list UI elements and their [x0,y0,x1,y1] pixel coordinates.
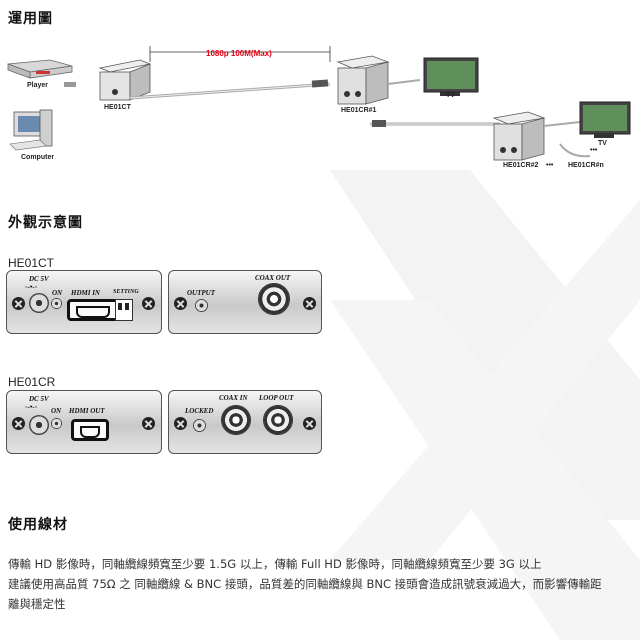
cr-dc-label: DC 5V [29,395,49,403]
screw-icon [303,297,316,310]
ct-output-label: OUTPUT [187,289,215,297]
cr-hdmi-port [71,419,109,441]
ct-dc-label: DC 5V [29,275,49,283]
cable-description: 傳輸 HD 影像時，同軸纜線頻寬至少要 1.5G 以上，傳輸 Full HD 影… [8,554,636,614]
cr-on-label: ON [51,407,62,415]
screw-icon [12,417,25,430]
section-title-diagram: 運用圖 [8,11,53,27]
ct-on-label: ON [52,289,63,297]
tv1 [423,57,479,96]
ct-model-label: HE01CT [8,256,55,270]
cr-coax-in-label: COAX IN [219,394,248,402]
ct-front-panel: DC 5V ◦-•-◦ ON HDMI IN SETTING [6,270,162,334]
computer-label: Computer [21,154,55,161]
ct-on-led [51,298,62,309]
section-title-appearance: 外觀示意圖 [8,215,83,231]
cr-hdmi-label: HDMI OUT [69,407,105,415]
cable-text-line1: 傳輸 HD 影像時，同軸纜線頻寬至少要 1.5G 以上，傳輸 Full HD 影… [8,557,542,571]
ct-hdmi-port [67,299,119,321]
receiver-n-label: HE01CR#n [568,162,604,169]
cr-locked-label: LOCKED [185,407,214,415]
cr-front-panel: DC 5V ◦-•-◦ ON HDMI OUT [6,390,162,454]
section-title-cable: 使用線材 [8,517,68,533]
receiver2-box [492,111,546,161]
cable-text-line2: 建議使用高品質 75Ω 之 同軸纜線 & BNC 接頭，品質差的同軸纜線與 BN… [8,577,602,591]
application-diagram [7,46,631,161]
computer-device [9,109,53,151]
screw-icon [303,417,316,430]
ct-coax-out-label: COAX OUT [255,274,291,282]
cr-loop-out-connector [263,405,293,435]
ct-hdmi-label: HDMI IN [71,289,100,297]
cable-spec-label: 1080p 100M(Max) [206,49,272,58]
screw-icon [142,417,155,430]
player-device [7,59,73,79]
ct-rear-panel: OUTPUT COAX OUT [168,270,322,334]
tv2 [579,101,631,138]
transmitter-box [98,59,152,101]
receiver1-label: HE01CR#1 [341,107,377,114]
tv1-label: TV [446,92,455,99]
ellipsis-label-2: ••• [590,147,598,154]
receiver2-label: HE01CR#2 [503,162,539,169]
cable-text-line3: 離與穩定性 [8,597,66,611]
screw-icon [174,417,187,430]
ct-dc-jack [29,293,49,313]
receiver1-box [336,55,390,105]
cr-coax-in-connector [221,405,251,435]
screw-icon [142,297,155,310]
cr-model-label: HE01CR [8,375,56,389]
cr-rear-panel: LOCKED COAX IN LOOP OUT [168,390,322,454]
ct-dip-switch [115,299,133,321]
screw-icon [12,297,25,310]
cr-locked-led [193,419,206,432]
cr-loop-out-label: LOOP OUT [259,394,294,402]
ct-setting-label: SETTING [113,289,139,295]
polarity-icon: ◦-•-◦ [25,403,38,411]
cr-dc-jack [29,415,49,435]
ellipsis-label-1: ••• [546,162,554,169]
transmitter-label: HE01CT [104,104,131,111]
cable-spec-text: 1080p 100M(Max) [206,49,272,58]
ct-coax-out-connector [258,283,290,315]
screw-icon [174,297,187,310]
polarity-icon: ◦-•-◦ [25,283,38,291]
cr-on-led [51,418,62,429]
player-label: Player [27,82,49,89]
ct-output-led [195,299,208,312]
tv2-label: TV [598,140,607,147]
